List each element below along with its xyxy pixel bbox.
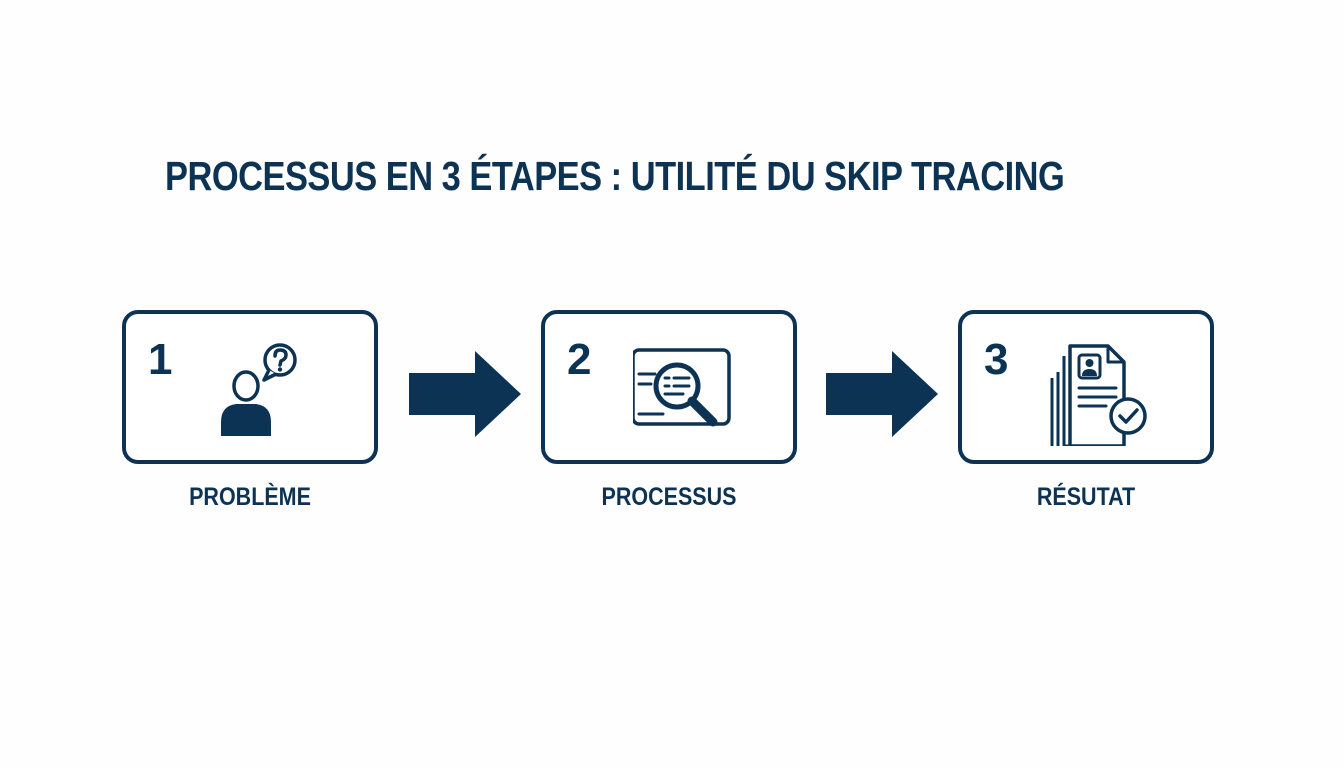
step-2-box: 2 xyxy=(541,310,797,464)
arrow-right-icon xyxy=(409,351,521,437)
step-1-label: PROBLÈME xyxy=(189,483,311,511)
step-3-number: 3 xyxy=(984,335,1009,384)
document-search-icon xyxy=(633,348,731,427)
person-question-icon xyxy=(221,343,297,436)
step-3-box: 3 xyxy=(958,310,1214,464)
arrow-right-icon xyxy=(826,351,938,437)
step-2-label: PROCESSUS xyxy=(601,483,737,511)
diagram-title: PROCESSUS EN 3 ÉTAPES : UTILITÉ DU SKIP … xyxy=(165,153,1065,199)
step-2-number: 2 xyxy=(567,335,592,384)
step-1-box: 1 xyxy=(122,310,378,464)
documents-check-icon xyxy=(1050,344,1147,446)
step-1-number: 1 xyxy=(148,335,173,384)
step-3-label: RÉSUTAT xyxy=(1036,483,1136,511)
